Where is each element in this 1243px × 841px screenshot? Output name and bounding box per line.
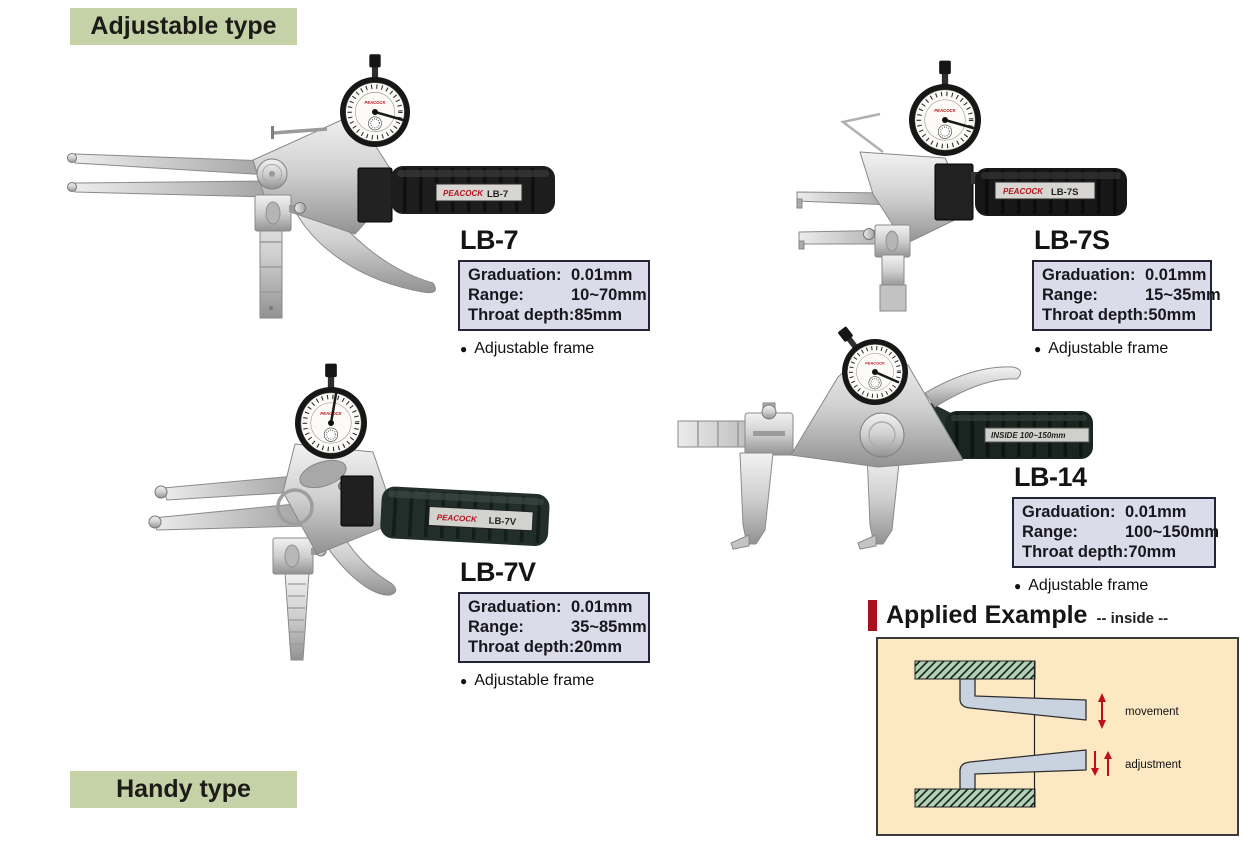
spec-row: Throat depth: 50mm: [1042, 306, 1197, 324]
lb7s-bail-wire: [840, 112, 884, 153]
section-banner-adjustable-type: Adjustable type: [70, 8, 297, 45]
lb14-pivot: [859, 412, 905, 458]
lb14-info: LB-14 Graduation: 0.01mm Range: 100~150m…: [1012, 462, 1220, 595]
lb7s-spec-table: Graduation: 0.01mm Range: 15~35mm Throat…: [1032, 260, 1221, 331]
lb-7s-photo: PEACOCK LB-7S: [796, 60, 1127, 312]
handle-brand-label: PEACOCK: [437, 513, 479, 524]
lb7v-depth-bar: [284, 571, 310, 661]
bullet-icon: ●: [460, 674, 468, 688]
lb7v-dial-mount: [340, 475, 374, 527]
spec-row: Graduation: 0.01mm: [468, 598, 633, 616]
lb7-note: ● Adjustable frame: [460, 340, 595, 357]
section-banner-label: Handy type: [116, 775, 251, 803]
lb-7v-photo: PEACOCK LB-7V: [148, 363, 550, 661]
applied-example-title: Applied Example: [886, 601, 1088, 629]
lb7-spec-table: Graduation: 0.01mm Range: 10~70mm Throat…: [458, 260, 650, 331]
lb14-model-title: LB-14: [1014, 462, 1087, 492]
handle-model-label: LB-7: [487, 189, 508, 200]
workpiece-wall-bottom: [914, 788, 1036, 808]
lb7v-pivot-ring: [276, 488, 314, 526]
lb14-dial: [837, 326, 908, 405]
spec-row: Throat depth: 20mm: [468, 638, 623, 656]
lb7v-spec-table: Graduation: 0.01mm Range: 35~85mm Throat…: [458, 592, 650, 663]
lb7s-handle: PEACOCK LB-7S: [975, 168, 1127, 216]
lb14-handle: INSIDE 100~150mm: [945, 411, 1093, 459]
bullet-icon: ●: [460, 342, 468, 356]
lb7s-dial: [909, 60, 981, 156]
spec-row: Range: 10~70mm: [468, 286, 647, 304]
lb7v-info: LB-7V Graduation: 0.01mm Range: 35~85mm …: [458, 558, 650, 690]
spec-row: Range: 15~35mm: [1042, 286, 1221, 304]
lb-7-photo: PEACOCK LB-7: [67, 54, 555, 319]
lb7s-clamp-block: [863, 224, 911, 258]
applied-example-header: Applied Example -- inside --: [868, 599, 1168, 632]
lb7-info: LB-7 Graduation: 0.01mm Range: 10~70mm T…: [458, 226, 650, 358]
spec-row: Throat depth: 70mm: [1022, 543, 1177, 561]
lb7v-handle: PEACOCK LB-7V: [380, 486, 550, 546]
lb7-dial: [340, 54, 410, 147]
applied-example-diagram: movement adjustment: [914, 660, 1182, 808]
lb7s-info: LB-7S Graduation: 0.01mm Range: 15~35mm …: [1032, 225, 1221, 358]
lb7s-model-title: LB-7S: [1034, 225, 1110, 255]
section-banner-handy-type: Handy type: [70, 771, 297, 808]
adjustment-label: adjustment: [1125, 759, 1182, 771]
lower-jaw: [959, 749, 1087, 790]
bullet-icon: ●: [1034, 342, 1042, 356]
spec-row: Graduation: 0.01mm: [1042, 266, 1207, 284]
lb7-clamp-block: [254, 194, 306, 232]
lb7s-note: ● Adjustable frame: [1034, 340, 1169, 357]
handle-brand-label: PEACOCK: [1003, 187, 1044, 196]
upper-jaw: [959, 678, 1087, 721]
lb7v-model-title: LB-7V: [460, 557, 536, 587]
lb7s-dial-mount: [934, 163, 974, 221]
lb14-clamp-block: [744, 402, 794, 456]
lb7-pivot-knob: [256, 158, 288, 190]
lb7-model-title: LB-7: [460, 225, 519, 255]
lb7-caliper-arms: [67, 153, 271, 198]
adjustment-arrows-icon: [1091, 751, 1112, 776]
spec-row: Graduation: 0.01mm: [1022, 503, 1187, 521]
lb14-lever-arm: [924, 366, 1022, 408]
bullet-icon: ●: [1014, 579, 1022, 593]
lb14-body: [790, 350, 964, 468]
movement-label: movement: [1125, 706, 1179, 718]
spec-row: Range: 100~150mm: [1022, 523, 1220, 541]
workpiece-wall-top: [914, 660, 1036, 680]
lb14-legs: [730, 452, 901, 550]
handle-model-label: LB-7S: [1051, 187, 1078, 198]
applied-example-subtitle: -- inside --: [1096, 609, 1169, 627]
handle-model-label: INSIDE 100~150mm: [991, 431, 1066, 440]
lb-14-photo: INSIDE 100~150mm: [677, 326, 1093, 550]
handle-model-label: LB-7V: [488, 516, 517, 528]
spec-row: Throat depth: 85mm: [468, 306, 623, 324]
lb7v-caliper-arms: [148, 475, 306, 531]
lb7-handle: PEACOCK LB-7: [391, 166, 555, 214]
spec-row: Graduation: 0.01mm: [468, 266, 633, 284]
lb7v-note: ● Adjustable frame: [460, 672, 595, 689]
applied-example-box: movement adjustment: [876, 637, 1239, 836]
lb14-note: ● Adjustable frame: [1014, 577, 1149, 594]
lb7v-dial: [295, 363, 367, 459]
red-accent-bar: [868, 600, 877, 631]
lb7-top-rod: [271, 126, 328, 139]
lb14-spec-table: Graduation: 0.01mm Range: 100~150mm Thro…: [1012, 497, 1220, 568]
lb7s-depth-bar: [879, 254, 907, 312]
lb7-dial-mount: [357, 167, 393, 223]
handle-brand-label: PEACOCK: [443, 189, 484, 198]
section-banner-label: Adjustable type: [90, 12, 277, 40]
movement-arrow-icon: [1098, 693, 1106, 729]
spec-row: Range: 35~85mm: [468, 618, 647, 636]
